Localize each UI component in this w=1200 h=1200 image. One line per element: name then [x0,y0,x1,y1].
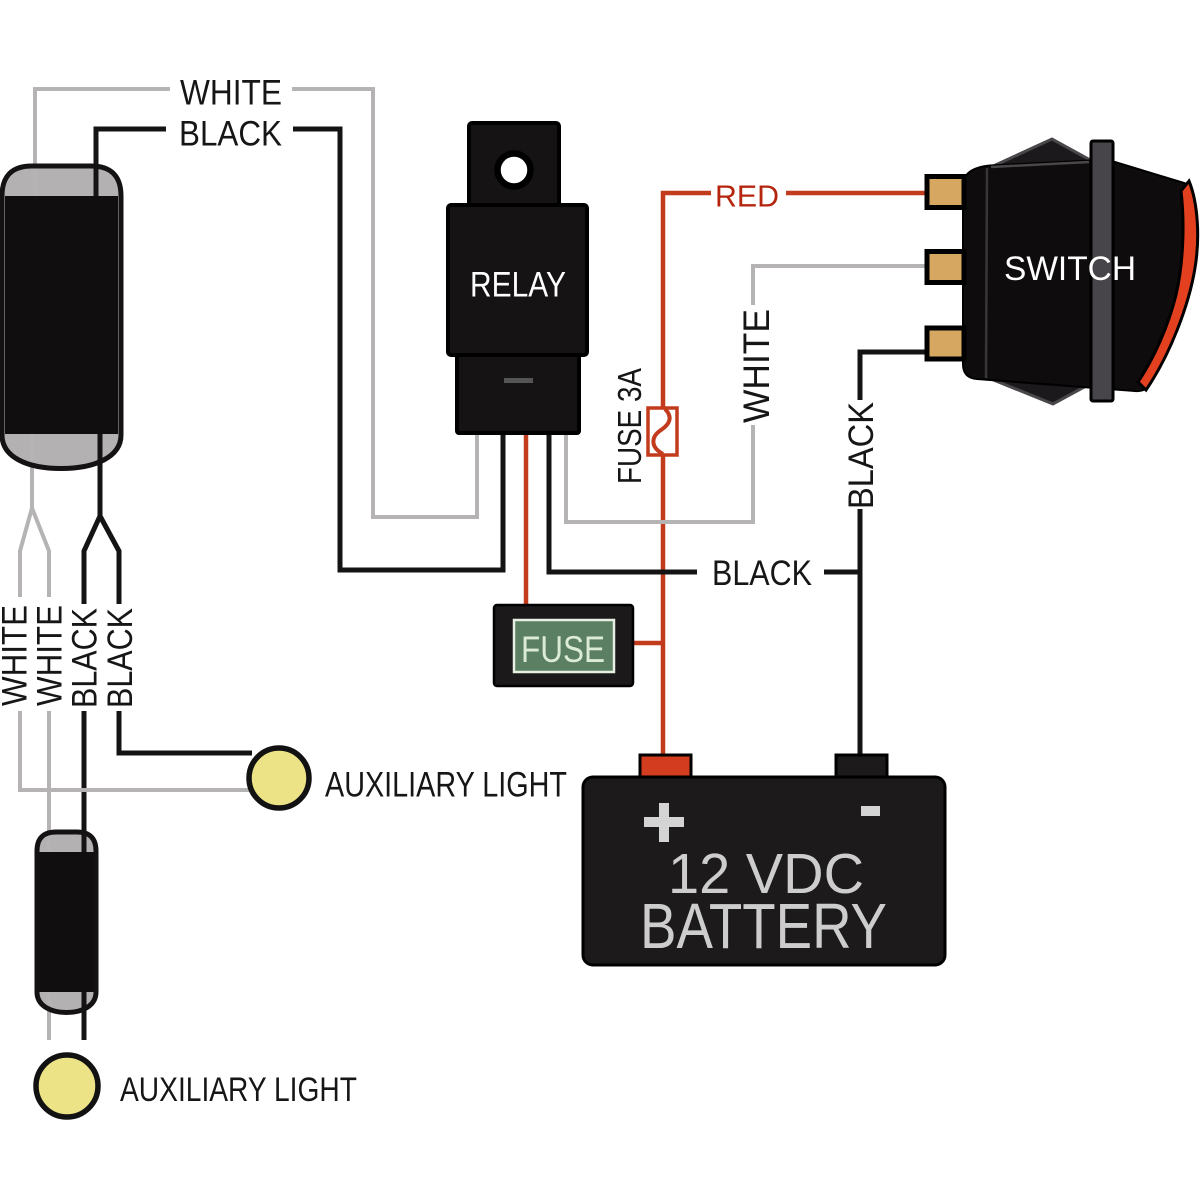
svg-text:BLACK: BLACK [101,608,140,708]
svg-text:BLACK: BLACK [66,608,105,708]
svg-text:FUSE: FUSE [521,629,605,670]
svg-text:BLACK: BLACK [712,554,812,593]
svg-text:BLACK: BLACK [179,115,282,154]
svg-text:12 VDC: 12 VDC [668,842,864,906]
svg-text:BATTERY: BATTERY [640,890,887,962]
svg-text:RELAY: RELAY [470,266,566,305]
svg-text:WHITE: WHITE [736,309,777,423]
svg-text:WHITE: WHITE [0,605,35,706]
svg-text:AUXILIARY LIGHT: AUXILIARY LIGHT [325,766,567,805]
svg-text:BLACK: BLACK [842,402,881,509]
svg-text:AUXILIARY LIGHT: AUXILIARY LIGHT [120,1071,357,1109]
svg-text:WHITE: WHITE [180,74,282,113]
svg-text:WHITE: WHITE [31,605,70,706]
svg-text:SWITCH: SWITCH [1004,250,1136,288]
svg-text:FUSE 3A: FUSE 3A [611,368,648,484]
svg-text:RED: RED [715,179,779,214]
